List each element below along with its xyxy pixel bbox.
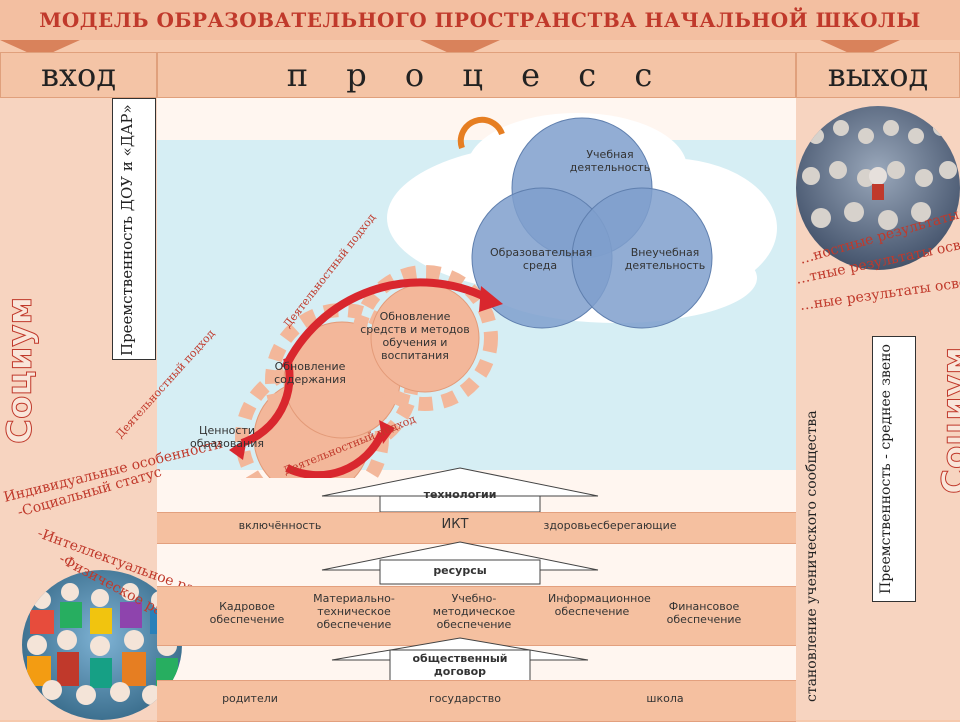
socium-left: Социум [0,296,41,444]
contract-item: школа [646,692,684,705]
crowd-photo-left [22,570,182,720]
contract-item: родители [222,692,278,705]
resource-item: Информационное обеспечение [548,592,651,618]
socium-right: Социум [935,346,960,494]
resource-item: Финансовое обеспечение [666,600,742,626]
resource-item: Кадровое обеспечение [209,600,285,626]
technologies-triangle [321,467,599,512]
venn-top-label: Учебная деятельность [569,148,651,174]
resources-triangle [321,541,599,585]
gear-values-label: Ценности образования [190,424,264,450]
technologies-band [157,512,796,544]
continuity-right: Преемственность - среднее звено [878,344,894,594]
continuity-right-box [872,336,916,602]
community-text: становление ученического сообщества [804,410,820,702]
tech-item: ИКТ [441,517,469,532]
page-title: МОДЕЛЬ ОБРАЗОВАТЕЛЬНОГО ПРОСТРАНСТВА НАЧ… [39,8,921,32]
venn-right-label: Внеучебная деятельность [624,246,706,272]
header-process: п р о ц е с с [157,52,796,98]
resource-item: Материально-техническое обеспечение [313,592,395,631]
gear-content-label: Обновление содержания [274,360,346,386]
header-out: выход [796,52,960,98]
crowd-photo-right [796,106,960,270]
tech-item: здоровьесберегающие [543,519,677,532]
continuity-left: Преемственность ДОУ и «ДАР» [118,104,136,356]
gear-methods-label: Обновление средств и методов обучения и … [360,310,470,362]
contract-label: общественный договор [412,652,508,678]
process-graphic [229,113,777,478]
header-in: вход [0,52,157,98]
contract-item: государство [428,692,502,705]
technologies-label: технологии [423,488,497,501]
resources-band [157,586,796,646]
title-bar [0,0,960,40]
contract-triangle [331,637,589,685]
venn-left-label: Образовательная среда [490,246,593,272]
resources-label: ресурсы [433,564,487,577]
continuity-box [112,98,156,360]
tech-item: включённость [238,519,322,532]
contract-band [157,680,796,722]
resource-item: Учебно-методическое обеспечение [432,592,516,631]
